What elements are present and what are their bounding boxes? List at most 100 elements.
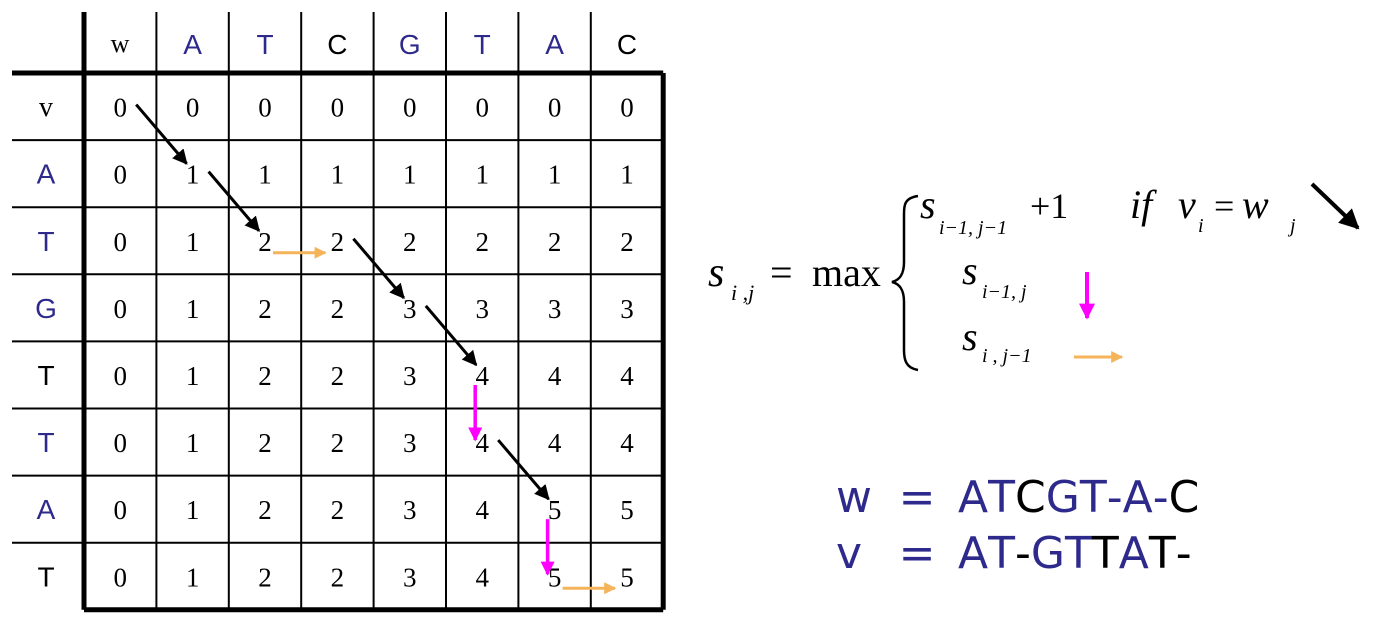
- lhs-subscript: i ,j: [731, 280, 754, 305]
- dp-cell: 0: [403, 93, 417, 123]
- dp-cell: 1: [186, 294, 200, 324]
- dp-cell: 3: [403, 428, 417, 458]
- left-brace: [891, 194, 919, 372]
- dp-cell: 2: [620, 227, 634, 257]
- dp-cell: 0: [113, 495, 127, 525]
- lhs-equals: =: [770, 250, 793, 295]
- case1-s: s: [920, 182, 936, 227]
- dp-cell: 1: [258, 160, 272, 190]
- dp-cell: 5: [620, 495, 634, 525]
- dp-grid-lines: [12, 12, 666, 613]
- alignment-char: C: [1168, 472, 1200, 523]
- v-letter: T: [37, 427, 54, 458]
- dp-cell: 1: [186, 428, 200, 458]
- dp-cell: 2: [331, 562, 345, 592]
- alignment-w-row: w=ATCGT-A-C: [836, 470, 1199, 526]
- dp-cell: 1: [620, 160, 634, 190]
- dp-cell: 2: [258, 361, 272, 391]
- backtrack-arrows: [135, 103, 617, 595]
- dp-cell: 3: [475, 294, 489, 324]
- dp-cell: 0: [113, 227, 127, 257]
- case1-v: v: [1178, 182, 1196, 227]
- diag-arrow-icon: [497, 439, 550, 501]
- dp-cell: 4: [475, 495, 489, 525]
- dp-cell: 5: [548, 495, 562, 525]
- dp-cell: 1: [331, 160, 345, 190]
- diag-arrow-icon: [207, 170, 261, 232]
- dp-cell: 3: [620, 294, 634, 324]
- case1-diag-arrow-icon: [1310, 182, 1360, 230]
- dp-cell: 2: [258, 562, 272, 592]
- w-letter: C: [327, 29, 347, 60]
- v-letter: T: [37, 226, 54, 257]
- case1-w: w: [1242, 182, 1269, 227]
- dp-cell: 2: [548, 227, 562, 257]
- dp-cell: 0: [113, 428, 127, 458]
- case1-if: if: [1130, 182, 1157, 227]
- dp-cell: 3: [548, 294, 562, 324]
- w-letter: G: [399, 29, 421, 60]
- alignment-v-eq: =: [898, 528, 936, 579]
- dp-cell: 0: [620, 93, 634, 123]
- dp-cell: 4: [620, 428, 634, 458]
- alignment-char: A: [958, 472, 989, 523]
- dp-cell: 1: [475, 160, 489, 190]
- alignment-result: w=ATCGT-A-C v=AT-GTTAT-: [836, 470, 1199, 582]
- alignment-char: T: [988, 472, 1015, 523]
- dp-cell: 5: [548, 562, 562, 592]
- dp-cell: 1: [186, 160, 200, 190]
- dp-cell: 0: [475, 93, 489, 123]
- alignment-char: T: [1148, 528, 1176, 579]
- dp-cell: 4: [548, 361, 562, 391]
- alignment-w-eq: =: [898, 472, 936, 523]
- alignment-char: A: [1118, 528, 1149, 579]
- case2-s: s: [962, 248, 978, 293]
- dp-cell: 2: [331, 227, 345, 257]
- recurrence-formula: s i ,j = max s i−1, j−1 +1 if v i = w j …: [708, 182, 1360, 372]
- dp-cell: 0: [113, 562, 127, 592]
- alignment-w-sequence: ATCGT-A-C: [958, 470, 1199, 526]
- dp-cell: 3: [403, 294, 417, 324]
- alignment-char: C: [1015, 472, 1046, 523]
- w-letter: C: [617, 29, 637, 60]
- dp-cell: 2: [331, 361, 345, 391]
- dp-cell: 2: [258, 294, 272, 324]
- alignment-char: -: [1152, 472, 1169, 523]
- case1-subscript: i−1, j−1: [939, 217, 1007, 239]
- case1-plus-one: +1: [1030, 186, 1068, 226]
- dp-cell: 1: [186, 562, 200, 592]
- lhs-s: s: [708, 250, 724, 296]
- w-letter: A: [545, 29, 564, 60]
- dp-cell: 1: [403, 160, 417, 190]
- w-letter: T: [256, 29, 273, 60]
- dp-cell: 0: [113, 361, 127, 391]
- alignment-char: T: [988, 528, 1015, 579]
- v-letter: A: [37, 159, 56, 190]
- alignment-char: T: [1079, 472, 1107, 523]
- dp-cell: 3: [403, 562, 417, 592]
- dp-cell: 1: [548, 160, 562, 190]
- alignment-v-label: v: [836, 528, 863, 579]
- alignment-char: G: [1045, 472, 1080, 523]
- case1-equals: =: [1214, 186, 1234, 226]
- v-letter: T: [37, 360, 54, 391]
- dp-cell: 4: [475, 361, 489, 391]
- alignment-char: G: [1030, 528, 1065, 579]
- corner-w-label: w: [111, 29, 130, 58]
- alignment-v-sequence: AT-GTTAT-: [958, 526, 1192, 582]
- dp-cell: 2: [258, 428, 272, 458]
- dp-cell: 0: [548, 93, 562, 123]
- dp-cell: 2: [475, 227, 489, 257]
- dp-cell: 3: [403, 361, 417, 391]
- v-letter: T: [37, 561, 54, 592]
- dp-cell: 2: [331, 495, 345, 525]
- v-letter: G: [35, 293, 57, 324]
- alignment-char: -: [1175, 528, 1192, 579]
- case3-s: s: [962, 314, 978, 359]
- case1-w-subscript: j: [1287, 215, 1296, 237]
- w-letter: A: [183, 29, 202, 60]
- case2-subscript: i−1, j: [982, 281, 1027, 303]
- alignment-char: A: [1122, 472, 1153, 523]
